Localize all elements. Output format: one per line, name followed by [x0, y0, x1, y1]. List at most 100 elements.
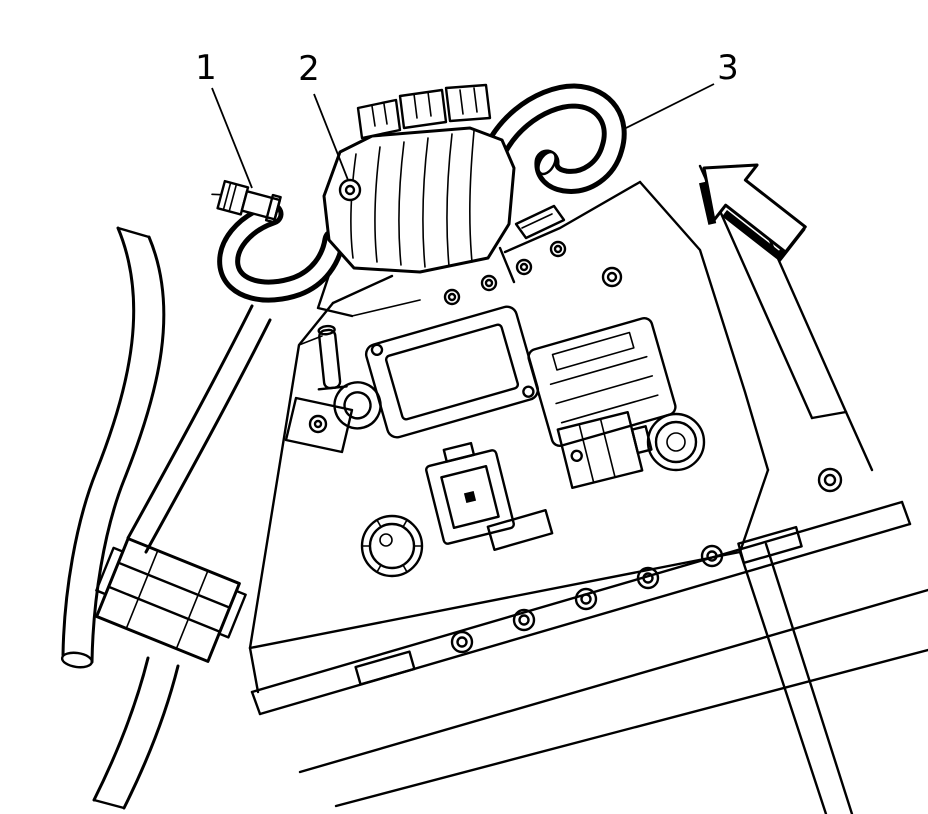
purge-valve-assembly: [211, 83, 627, 318]
boss-tick: [376, 564, 382, 573]
boss-tick: [402, 564, 408, 573]
rail-block-outline: [737, 525, 803, 565]
bolt-circle: [447, 292, 457, 302]
module-a-inner: [384, 323, 520, 421]
hose-left-inner: [222, 207, 341, 298]
valve-rib: [398, 141, 405, 266]
top-connector: [356, 98, 402, 140]
valve-bracket: [316, 270, 354, 318]
callout-label-1: 1: [195, 48, 217, 88]
connector-d-pin: [599, 418, 616, 478]
module-b-line: [555, 375, 654, 405]
valve-rib: [422, 137, 429, 268]
module-a-port: [333, 381, 382, 430]
small-bracket-line: [521, 213, 553, 229]
valve-rib: [350, 153, 357, 259]
rail-bolt: [512, 608, 536, 632]
port-outline: [646, 412, 706, 472]
fuel-rail: [250, 500, 928, 808]
bolt-circle: [553, 244, 563, 254]
callout-label-3: 3: [717, 48, 739, 88]
module-b-line: [560, 394, 659, 424]
module-b-outline: [527, 316, 677, 448]
module-a-port: [343, 391, 372, 420]
boss-inner: [368, 522, 416, 570]
post-cap: [317, 324, 336, 336]
tube-cap: [92, 798, 126, 810]
cover-corner-line: [248, 646, 260, 694]
rail-block: [737, 525, 803, 565]
bolt-circle: [549, 240, 567, 258]
connector-1-ridge: [222, 181, 232, 211]
tube-end-ellipse: [60, 651, 94, 669]
boss-tick: [376, 519, 382, 528]
post-base: [317, 385, 348, 391]
clamp-ridge: [117, 561, 231, 609]
top-connector-terminal: [371, 105, 376, 127]
rail-bolt: [700, 544, 724, 568]
connector-c-inner: [440, 465, 500, 529]
connector-d: [556, 410, 653, 490]
bolt-circle: [817, 467, 843, 493]
clamp-tab: [217, 589, 247, 639]
boss-center: [379, 533, 393, 547]
connector-c-tab: [442, 441, 476, 463]
rail-line: [298, 588, 928, 774]
bolt-circle: [443, 288, 461, 306]
background-edges: [698, 164, 874, 814]
connector-d-hole: [570, 449, 583, 463]
valve-port-2-bore: [344, 184, 356, 196]
top-connector: [444, 83, 492, 123]
post-bracket-hole: [308, 414, 328, 434]
plate-outline: [486, 508, 554, 552]
module-a-bolt: [370, 343, 384, 357]
callout-label-2: 2: [298, 49, 320, 89]
cover-top-edge: [503, 180, 642, 254]
rail-line: [334, 648, 928, 808]
bolt-circle: [823, 473, 837, 487]
plate: [486, 508, 554, 552]
rail-block: [354, 650, 416, 686]
rail-line: [258, 522, 912, 716]
leader-line-1: [211, 87, 253, 189]
connector-c-key: [463, 490, 477, 504]
top-connector-terminal: [459, 89, 464, 115]
valve-bracket: [498, 246, 516, 284]
rail-bolt: [574, 587, 598, 611]
tube-edge: [61, 226, 136, 657]
valve-top-connectors: [356, 83, 492, 140]
rail-bolt: [456, 636, 468, 648]
connector-1: [211, 179, 282, 224]
tube-cap: [116, 226, 151, 239]
cover-inner-line: [298, 335, 323, 346]
clamp-outline: [95, 537, 241, 663]
rail-end: [900, 500, 912, 526]
valve-rib: [446, 133, 453, 267]
bolt-circle: [519, 262, 529, 272]
bolt-circle: [480, 274, 498, 292]
tube-end: [60, 651, 94, 669]
top-connector-terminal: [473, 87, 478, 113]
post-bracket: [284, 396, 354, 454]
cover-right-edge: [638, 180, 770, 472]
hose-right-inner: [480, 88, 622, 189]
bolt-circle: [484, 278, 494, 288]
rail-bolt: [636, 566, 660, 590]
module-b: [527, 316, 677, 448]
rail-bolt: [706, 550, 718, 562]
cover-details: [284, 204, 843, 578]
edge-line: [764, 542, 854, 814]
rail-block-outline: [354, 650, 416, 686]
tube-edge: [126, 304, 254, 540]
rail-bolt: [580, 593, 592, 605]
clamp-notch: [175, 569, 209, 650]
clamp-notch: [125, 549, 159, 630]
top-connector-terminal: [413, 93, 418, 119]
post-body: [318, 328, 342, 390]
harness-clamp: [95, 537, 247, 663]
valve-rib: [374, 146, 381, 263]
valve-body: [322, 126, 516, 274]
hose-right-opening: [537, 150, 557, 176]
boss-tick: [402, 519, 408, 528]
